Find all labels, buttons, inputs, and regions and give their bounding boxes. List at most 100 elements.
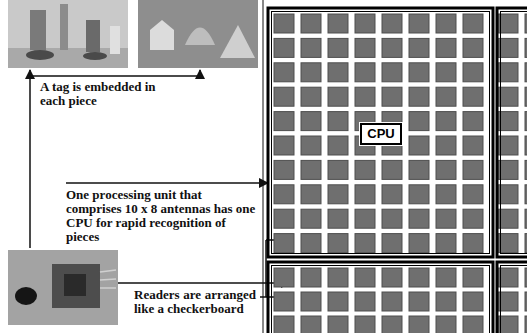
antenna-reader — [409, 38, 429, 57]
antenna-reader — [274, 292, 294, 311]
photo-ground — [8, 250, 118, 325]
antenna-reader — [301, 160, 321, 179]
antenna-reader — [328, 268, 348, 287]
antenna-reader — [328, 209, 348, 228]
processing-unit-inner — [501, 12, 527, 254]
antenna-reader — [274, 87, 294, 106]
antenna-reader — [355, 38, 375, 57]
piece — [60, 4, 68, 50]
cpu-label: CPU — [367, 127, 394, 141]
leader-arrow — [66, 182, 268, 184]
antenna-reader — [274, 209, 294, 228]
antenna-reader — [409, 316, 429, 333]
antenna-reader — [436, 87, 456, 106]
antenna-reader — [463, 87, 483, 106]
antenna-reader — [409, 63, 429, 82]
antenna-reader — [274, 316, 294, 333]
antenna-reader — [328, 160, 348, 179]
antenna-reader — [382, 234, 402, 253]
pyramid-piece — [220, 25, 255, 58]
antenna-reader — [355, 316, 375, 333]
antenna-reader — [436, 63, 456, 82]
antenna-reader — [328, 38, 348, 57]
antenna-reader — [274, 160, 294, 179]
antenna-reader — [463, 63, 483, 82]
processing-unit — [497, 8, 527, 257]
leader-arrow — [29, 70, 31, 76]
antenna-reader — [301, 136, 321, 155]
antenna-reader — [463, 234, 483, 253]
antenna-reader — [525, 112, 527, 131]
antenna-reader — [436, 292, 456, 311]
antenna-reader — [274, 136, 294, 155]
antenna-reader — [328, 292, 348, 311]
antenna-reader — [463, 292, 483, 311]
antenna-reader — [525, 234, 527, 253]
antenna-reader — [274, 234, 294, 253]
antenna-reader — [328, 136, 348, 155]
antenna-reader — [463, 14, 483, 33]
antenna-reader — [525, 268, 527, 287]
photo-ground — [138, 0, 258, 68]
antenna-reader — [409, 209, 429, 228]
antenna-reader — [301, 38, 321, 57]
antenna-reader — [382, 185, 402, 204]
antenna-reader — [436, 268, 456, 287]
antenna-reader — [409, 136, 429, 155]
tag-disk — [15, 287, 37, 305]
antenna-reader — [525, 209, 527, 228]
piece — [86, 20, 100, 52]
antenna-reader — [355, 234, 375, 253]
antenna-reader — [525, 87, 527, 106]
antenna-reader — [301, 234, 321, 253]
antenna-reader — [525, 136, 527, 155]
antenna-reader — [463, 38, 483, 57]
antenna-reader — [409, 87, 429, 106]
antenna-reader — [301, 14, 321, 33]
antenna-reader — [301, 112, 321, 131]
antenna-reader — [463, 316, 483, 333]
antenna-reader — [382, 87, 402, 106]
leader-arrow — [118, 282, 290, 284]
cone-piece — [185, 28, 215, 46]
antenna-reader — [436, 14, 456, 33]
antenna-reader — [525, 316, 527, 333]
antenna-reader — [525, 38, 527, 57]
antenna-reader — [301, 316, 321, 333]
antenna-reader — [525, 292, 527, 311]
antenna-reader — [274, 63, 294, 82]
antenna-reader — [525, 160, 527, 179]
antenna-reader — [301, 185, 321, 204]
antenna-reader — [301, 292, 321, 311]
antenna-reader — [409, 160, 429, 179]
antenna-reader — [463, 136, 483, 155]
antenna-reader — [328, 63, 348, 82]
antenna-reader — [436, 112, 456, 131]
antenna-reader — [436, 234, 456, 253]
antenna-reader — [274, 112, 294, 131]
antenna-reader — [409, 14, 429, 33]
antenna-reader — [409, 292, 429, 311]
processing-unit — [268, 8, 493, 257]
antenna-reader — [355, 160, 375, 179]
antenna-reader — [355, 268, 375, 287]
antenna-reader — [436, 136, 456, 155]
antenna-reader — [274, 268, 294, 287]
processing-unit-inner — [272, 266, 490, 333]
antenna-reader — [409, 268, 429, 287]
antenna-reader — [463, 209, 483, 228]
piece-base — [83, 52, 107, 60]
antenna-reader — [328, 112, 348, 131]
leader-arrow — [199, 70, 201, 76]
house-piece — [150, 20, 174, 50]
antenna-reader — [463, 185, 483, 204]
antenna-reader — [382, 292, 402, 311]
antenna-reader — [301, 209, 321, 228]
reader-board — [52, 264, 100, 308]
antenna-reader — [355, 209, 375, 228]
antenna-reader — [463, 160, 483, 179]
antenna-reader — [274, 14, 294, 33]
antenna-reader — [525, 185, 527, 204]
antenna-reader — [382, 316, 402, 333]
